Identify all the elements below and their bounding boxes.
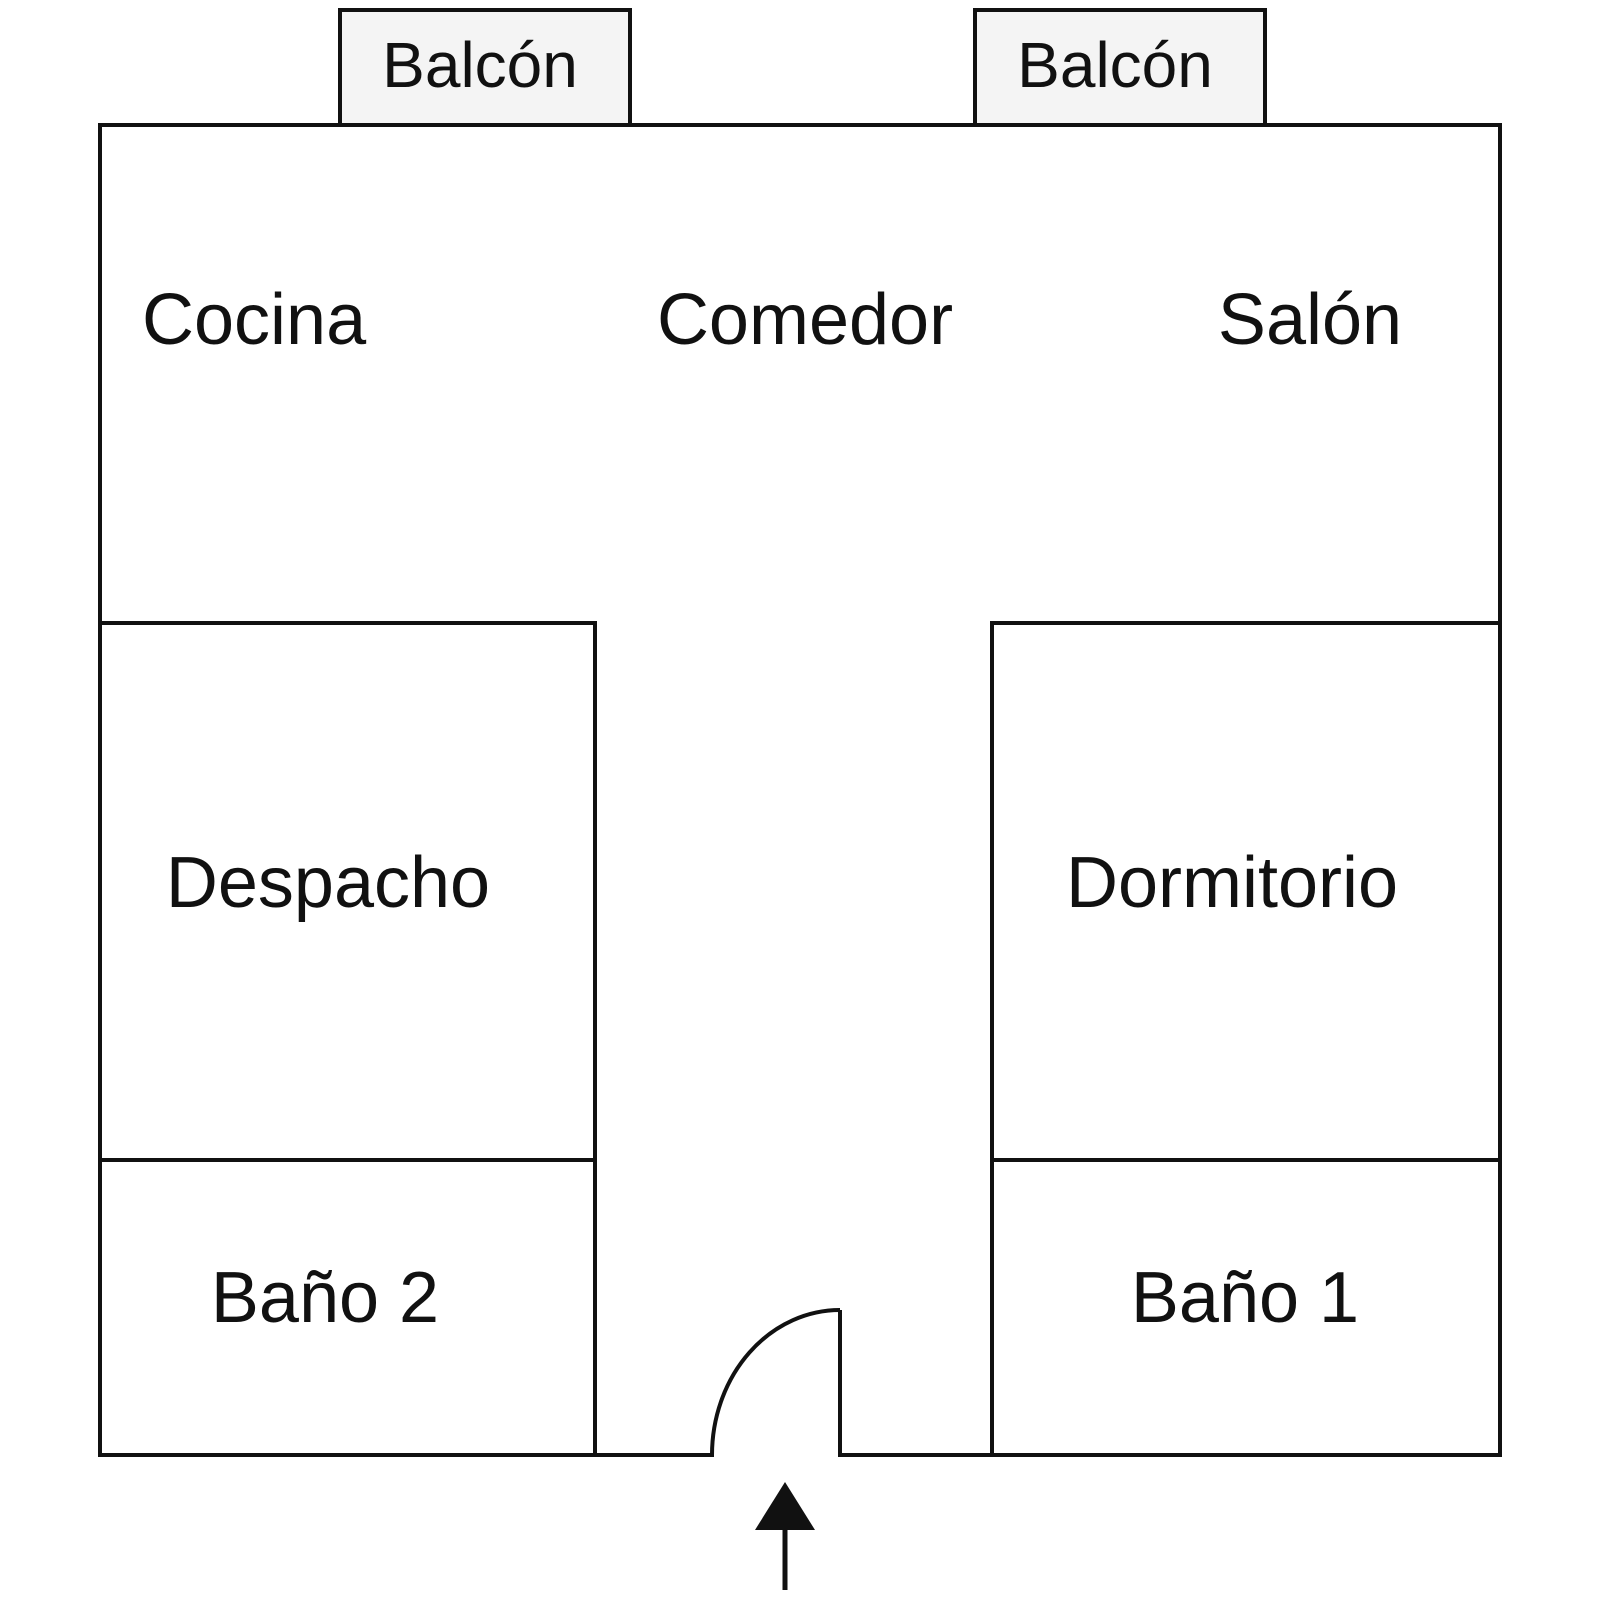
room-label-dormitorio: Dormitorio bbox=[1066, 843, 1398, 923]
room-label-bano1: Baño 1 bbox=[1131, 1258, 1359, 1338]
room-label-salon: Salón bbox=[1218, 280, 1402, 360]
room-label-comedor: Comedor bbox=[657, 280, 953, 360]
balcony-left-box bbox=[338, 8, 632, 127]
entrance-arrow-icon bbox=[755, 1482, 815, 1590]
door-swing-icon bbox=[710, 1308, 842, 1456]
entrance-arrow-head bbox=[755, 1482, 815, 1530]
outer-wall bbox=[98, 123, 1502, 1457]
room-label-cocina: Cocina bbox=[142, 280, 367, 360]
balcony-left-label: Balcón bbox=[382, 29, 578, 101]
room-label-despacho: Despacho bbox=[166, 843, 490, 923]
door-arc bbox=[710, 1308, 841, 1456]
balcony-left: Balcón bbox=[338, 8, 632, 127]
balcony-right-box bbox=[973, 8, 1267, 127]
balcony-right-label: Balcón bbox=[1017, 29, 1213, 101]
balcony-right: Balcón bbox=[973, 8, 1267, 127]
room-label-bano2: Baño 2 bbox=[211, 1258, 439, 1338]
